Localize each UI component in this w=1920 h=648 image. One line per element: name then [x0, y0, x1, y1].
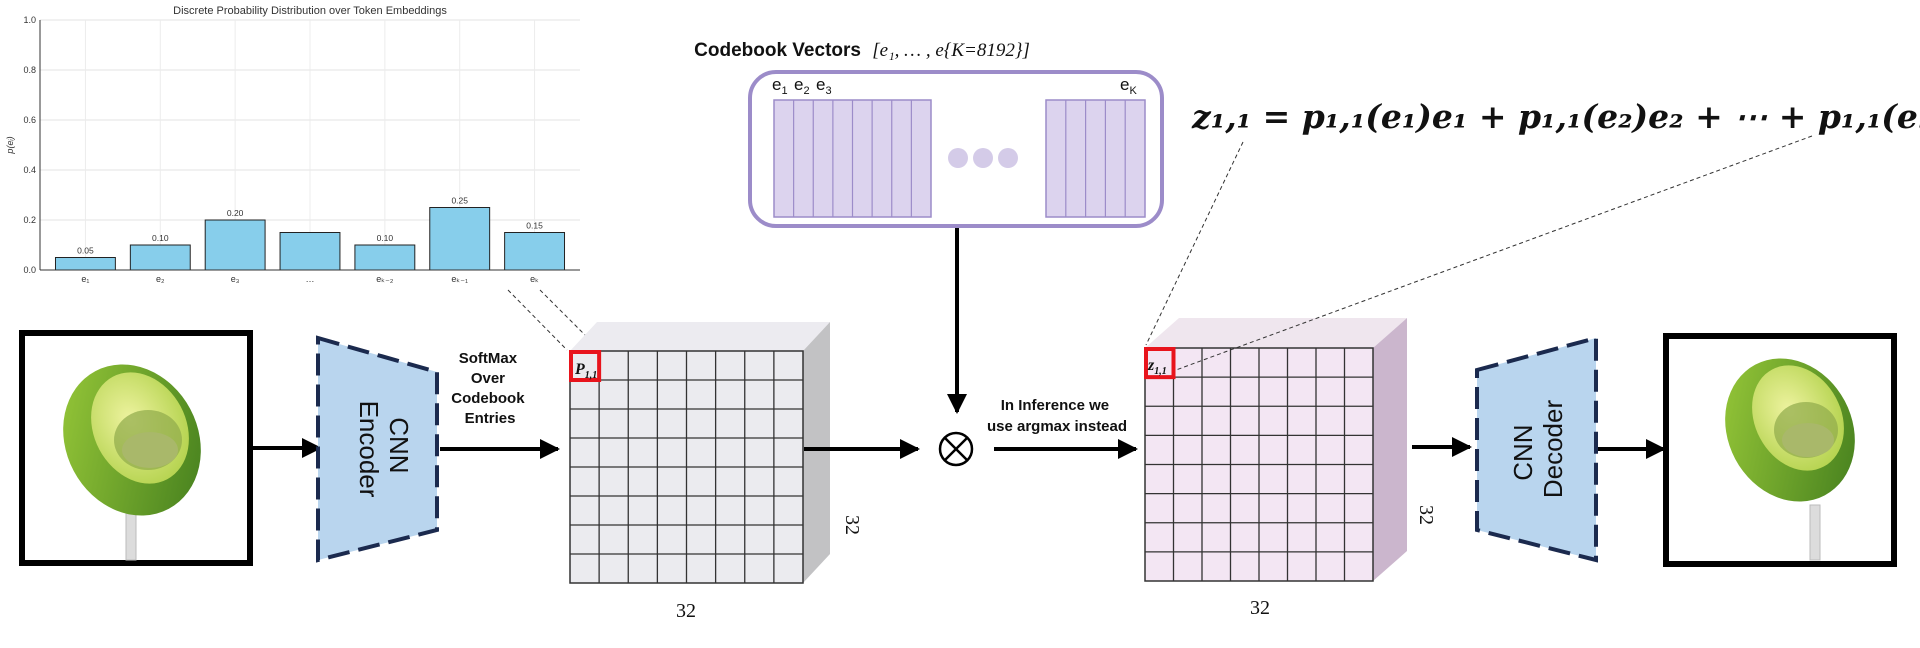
chart-x-tick-label: … [306, 274, 315, 284]
ellipsis-dot-1 [948, 148, 968, 168]
encoder-label-line2: Encoder [354, 401, 384, 498]
decoder-label-line2: Decoder [1538, 400, 1568, 499]
grid-prob-depth-label: 32 [841, 515, 863, 535]
chart-bar [354, 244, 416, 271]
tensor-product-operator [938, 431, 974, 467]
chart-y-tick-label: 1.0 [23, 15, 36, 25]
codebook-label-ek: e [1120, 75, 1129, 94]
leader-line-left [507, 289, 568, 351]
softmax-label-2: Over [471, 370, 505, 387]
probability-grid-cube: P1,1 [569, 322, 830, 584]
codebook-label-e2: e [794, 75, 803, 94]
avocado-chair-reconstructed-icon [1725, 358, 1855, 561]
codebook-vector-block [1045, 99, 1146, 218]
encoder-label-line1: CNN [384, 417, 414, 473]
svg-text:e1: e1 [772, 75, 788, 97]
chart-y-tick-label: 0.8 [23, 65, 36, 75]
softmax-label-1: SoftMax [459, 350, 518, 367]
chart-title: Discrete Probability Distribution over T… [173, 5, 447, 17]
codebook-title-math: [e₁, … , e{K=8192}] [872, 40, 1030, 61]
chart-data-label: 0.15 [526, 221, 543, 231]
cube-side-face [803, 322, 830, 583]
svg-text:CNN Decoder: CNN Decoder [1508, 400, 1568, 499]
chart-bar [429, 207, 491, 271]
cube-top-face [570, 322, 830, 351]
grid-prob-width-label: 32 [676, 600, 696, 622]
chart-bar [54, 257, 116, 271]
cube-side-face [1373, 318, 1407, 581]
inference-label-2: use argmax instead [987, 418, 1127, 435]
chart-bar [504, 232, 566, 271]
cnn-encoder: CNN Encoder [316, 335, 439, 563]
probability-bar-chart: Discrete Probability Distribution over T… [5, 5, 580, 284]
equation: z₁,₁ = p₁,₁(e₁)e₁ + p₁,₁(e₂)e₂ + ⋯ + p₁,… [1191, 97, 1920, 136]
chart-data-label: 0.10 [152, 233, 169, 243]
chart-x-tick-label: eₖ₋₁ [451, 274, 468, 284]
chart-y-tick-label: 0.0 [23, 265, 36, 275]
chart-y-axis-label: p(eᵢ) [5, 136, 15, 154]
equation-leader-right [1175, 135, 1813, 371]
chart-bar [204, 219, 266, 271]
z-grid-cube: z1,1 [1144, 318, 1407, 582]
chart-x-tick-label: e₃ [231, 274, 240, 284]
svg-text:SoftMax Over Codebook: SoftMax Over Codebook Entries [451, 350, 529, 427]
chart-y-tick-label: 0.2 [23, 215, 36, 225]
output-image [1663, 333, 1897, 567]
chart-data-label: 0.05 [77, 246, 94, 256]
chart-data-label: 0.20 [227, 208, 244, 218]
avocado-chair-icon [63, 364, 201, 561]
codebook-vectors-right [1045, 99, 1146, 218]
cnn-decoder: CNN Decoder [1475, 335, 1598, 563]
chart-y-tick-label: 0.4 [23, 165, 36, 175]
svg-text:e3: e3 [816, 75, 832, 97]
inference-label-1: In Inference we [1001, 397, 1109, 414]
chart-bar [129, 244, 191, 271]
chart-data-labels: 0.05 0.10 0.20 0.10 0.25 0.15 [77, 196, 543, 256]
svg-text:e2: e2 [794, 75, 810, 97]
chart-data-label: 0.10 [377, 233, 394, 243]
cube-top-face [1145, 318, 1407, 348]
ellipsis-dot-3 [998, 148, 1018, 168]
chart-x-ticks: e₁ e₂ e₃ … eₖ₋₂ eₖ₋₁ eₖ [81, 274, 539, 284]
highlight-cell [569, 350, 602, 382]
softmax-label-3: Codebook [451, 390, 525, 407]
codebook-label-e3: e [816, 75, 825, 94]
highlight-cell-label: P1,1 [574, 361, 597, 381]
input-image [19, 330, 253, 566]
grid-z-width-label: 32 [1250, 597, 1270, 619]
chart-x-tick-label: e₁ [81, 274, 89, 284]
svg-text:In Inference we use argmax: In Inference we use argmax instead [987, 397, 1127, 435]
chart-data-label: 0.25 [451, 196, 468, 206]
svg-text:CNN Encoder: CNN Encoder [354, 401, 414, 498]
chart-gridlines [40, 19, 580, 271]
chart-bars [54, 207, 566, 271]
chart-x-tick-label: eₖ [530, 274, 539, 284]
decoder-label-line1: CNN [1508, 424, 1538, 480]
highlight-cell [1144, 347, 1176, 380]
highlight-cell-label: z1,1 [1147, 357, 1167, 377]
codebook-title: Codebook Vectors [694, 40, 861, 61]
chart-y-tick-label: 0.6 [23, 115, 36, 125]
grid-z-depth-label: 32 [1415, 505, 1437, 525]
chart-bar [279, 232, 341, 271]
chart-x-tick-label: eₖ₋₂ [376, 274, 394, 284]
equation-leader-left [1145, 141, 1244, 346]
codebook-vectors-left [773, 99, 932, 218]
chart-y-ticks: 0.0 0.2 0.4 0.6 0.8 1.0 [23, 15, 36, 275]
codebook-box: Codebook Vectors [e₁, … , e{K=8192}] e1 … [694, 40, 1164, 228]
svg-text:Codebook Vectors [e₁, …: Codebook Vectors [e₁, … , e{K=8192}] [694, 40, 1030, 61]
ellipsis-dot-2 [973, 148, 993, 168]
svg-text:eK: eK [1120, 75, 1137, 97]
softmax-label-4: Entries [465, 410, 516, 427]
chart-x-tick-label: e₂ [156, 274, 165, 284]
codebook-label-e1: e [772, 75, 781, 94]
